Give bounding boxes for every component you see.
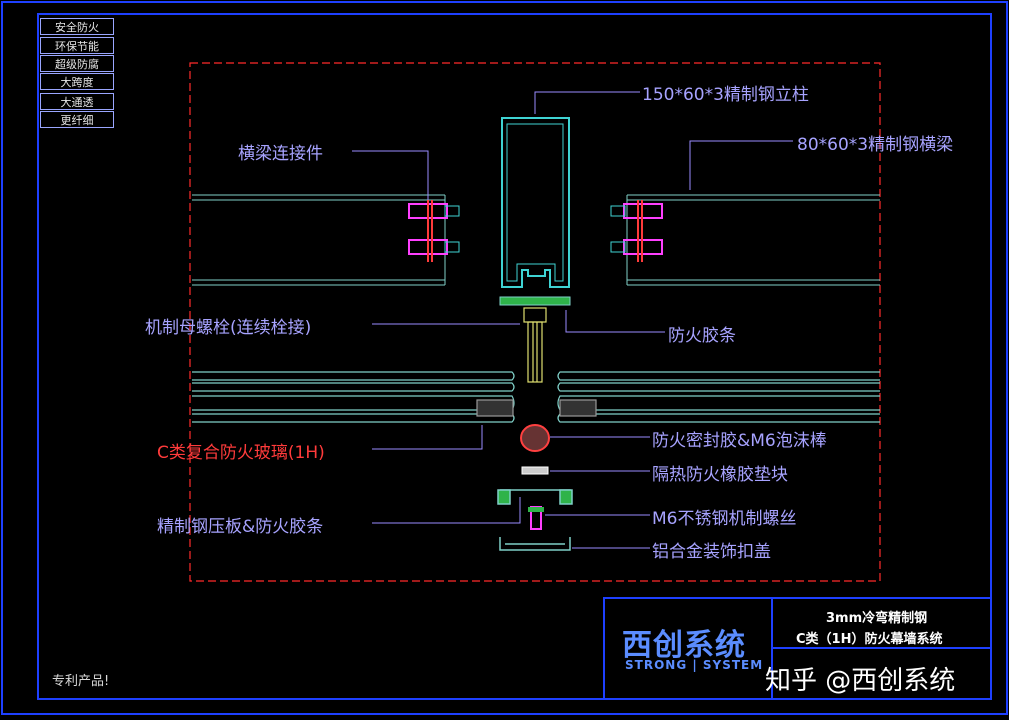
inner-frame — [37, 13, 992, 700]
crossbeam-connector-left — [408, 200, 460, 262]
label-screw: M6不锈钢机制螺丝 — [652, 509, 797, 529]
m6-screw — [528, 506, 544, 530]
glass-right — [557, 371, 880, 423]
leader-lines — [352, 91, 793, 549]
fire-strip-top — [499, 296, 571, 306]
fire-sealant — [520, 424, 550, 452]
steel-column — [501, 117, 570, 288]
label-crossbeam-connector: 横梁连接件 — [238, 144, 323, 164]
machine-bolt — [523, 307, 547, 383]
pressure-plate — [497, 489, 573, 505]
title-block — [603, 597, 992, 700]
label-crossbeam: 80*60*3精制钢横梁 — [797, 135, 954, 155]
label-sealant: 防火密封胶&M6泡沫棒 — [652, 431, 827, 451]
tag-slimmer: 更纤细 — [40, 111, 114, 128]
title-line-2: C类（1H）防火幕墙系统 — [796, 632, 943, 647]
glass-left — [192, 371, 515, 423]
insulation-block — [521, 466, 549, 475]
title-line-1: 3mm冷弯精制钢 — [826, 611, 928, 626]
tag-anti-corrosion: 超级防腐 — [40, 55, 114, 72]
label-glass: C类复合防火玻璃(1H) — [157, 443, 325, 463]
label-fire-strip-top: 防火胶条 — [668, 326, 736, 346]
decorative-cover — [499, 537, 571, 551]
tag-fire-safety: 安全防火 — [40, 18, 114, 35]
label-pressure-plate: 精制钢压板&防火胶条 — [157, 517, 324, 537]
company-logo-en: STRONG | SYSTEM — [625, 658, 764, 672]
section-boundary — [189, 62, 881, 582]
patent-note: 专利产品! — [52, 674, 110, 689]
crossbeam-left — [192, 194, 446, 286]
label-column: 150*60*3精制钢立柱 — [642, 85, 809, 105]
label-cover: 铝合金装饰扣盖 — [652, 542, 771, 562]
zhihu-watermark: 知乎 @西创系统 — [765, 666, 956, 696]
label-bolt: 机制母螺栓(连续栓接) — [145, 318, 312, 338]
tag-transparent: 大通透 — [40, 93, 114, 110]
crossbeam-right — [626, 194, 880, 286]
company-logo: 西创系统 — [622, 628, 746, 663]
tag-large-span: 大跨度 — [40, 73, 114, 90]
crossbeam-connector-right — [610, 200, 663, 262]
label-insulation-block: 隔热防火橡胶垫块 — [652, 465, 788, 485]
tag-energy-saving: 环保节能 — [40, 37, 114, 54]
